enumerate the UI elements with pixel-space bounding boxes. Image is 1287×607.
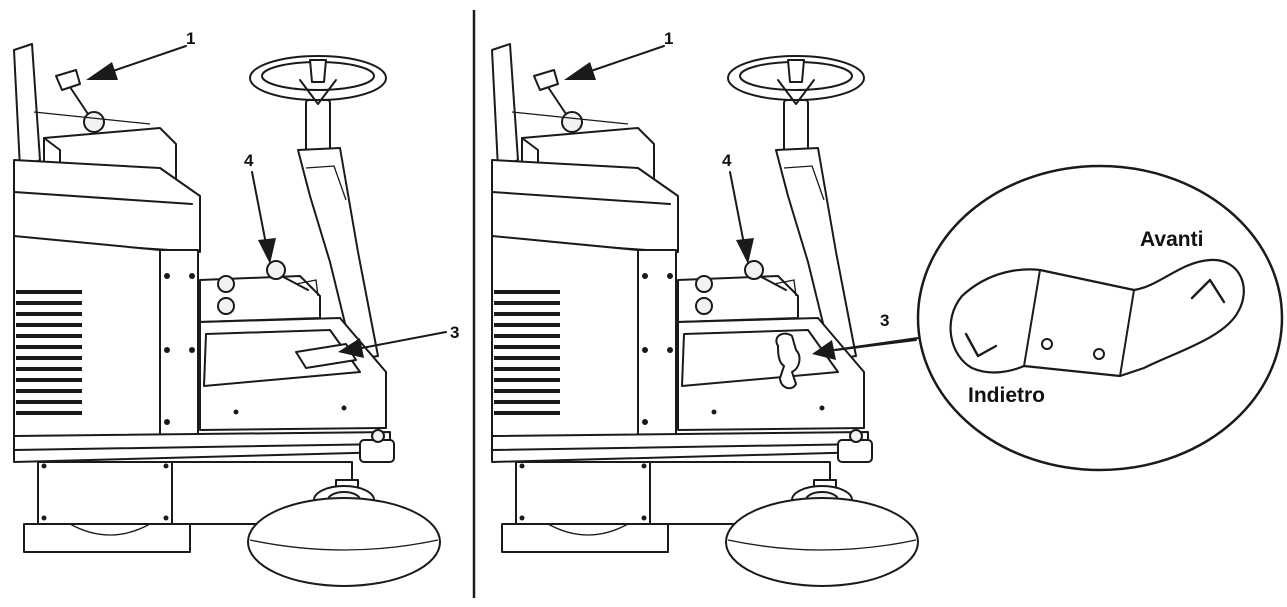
- callout-label-3: 3: [880, 311, 889, 330]
- machine-view-right: 1 4 3: [491, 29, 919, 587]
- rocker-pedal-outline: [949, 258, 1245, 378]
- forward-label: Avanti: [1140, 228, 1203, 251]
- pedal-shape-right: [775, 332, 801, 390]
- callout-label-4: 4: [722, 151, 732, 170]
- machine-view-left: 1 4 3: [13, 29, 459, 587]
- reverse-chevron-icon: [964, 332, 998, 358]
- reverse-label: Indietro: [968, 384, 1045, 407]
- forward-chevron-icon: [1190, 278, 1226, 304]
- pedal-detail-view: Avanti Indietro: [916, 164, 1284, 472]
- callout-label-1: 1: [664, 29, 673, 48]
- callout-arrow-1: [564, 45, 665, 80]
- callout-arrow-4: [251, 171, 276, 264]
- callout-arrow-4: [729, 171, 754, 264]
- callout-arrow-1: [86, 45, 187, 80]
- callout-label-3: 3: [450, 323, 459, 342]
- pedal-shape-left: [295, 343, 357, 369]
- callout-label-1: 1: [186, 29, 195, 48]
- callout-label-4: 4: [244, 151, 254, 170]
- detail-leader-line: [835, 339, 917, 351]
- callout-arrow-3: [338, 331, 447, 358]
